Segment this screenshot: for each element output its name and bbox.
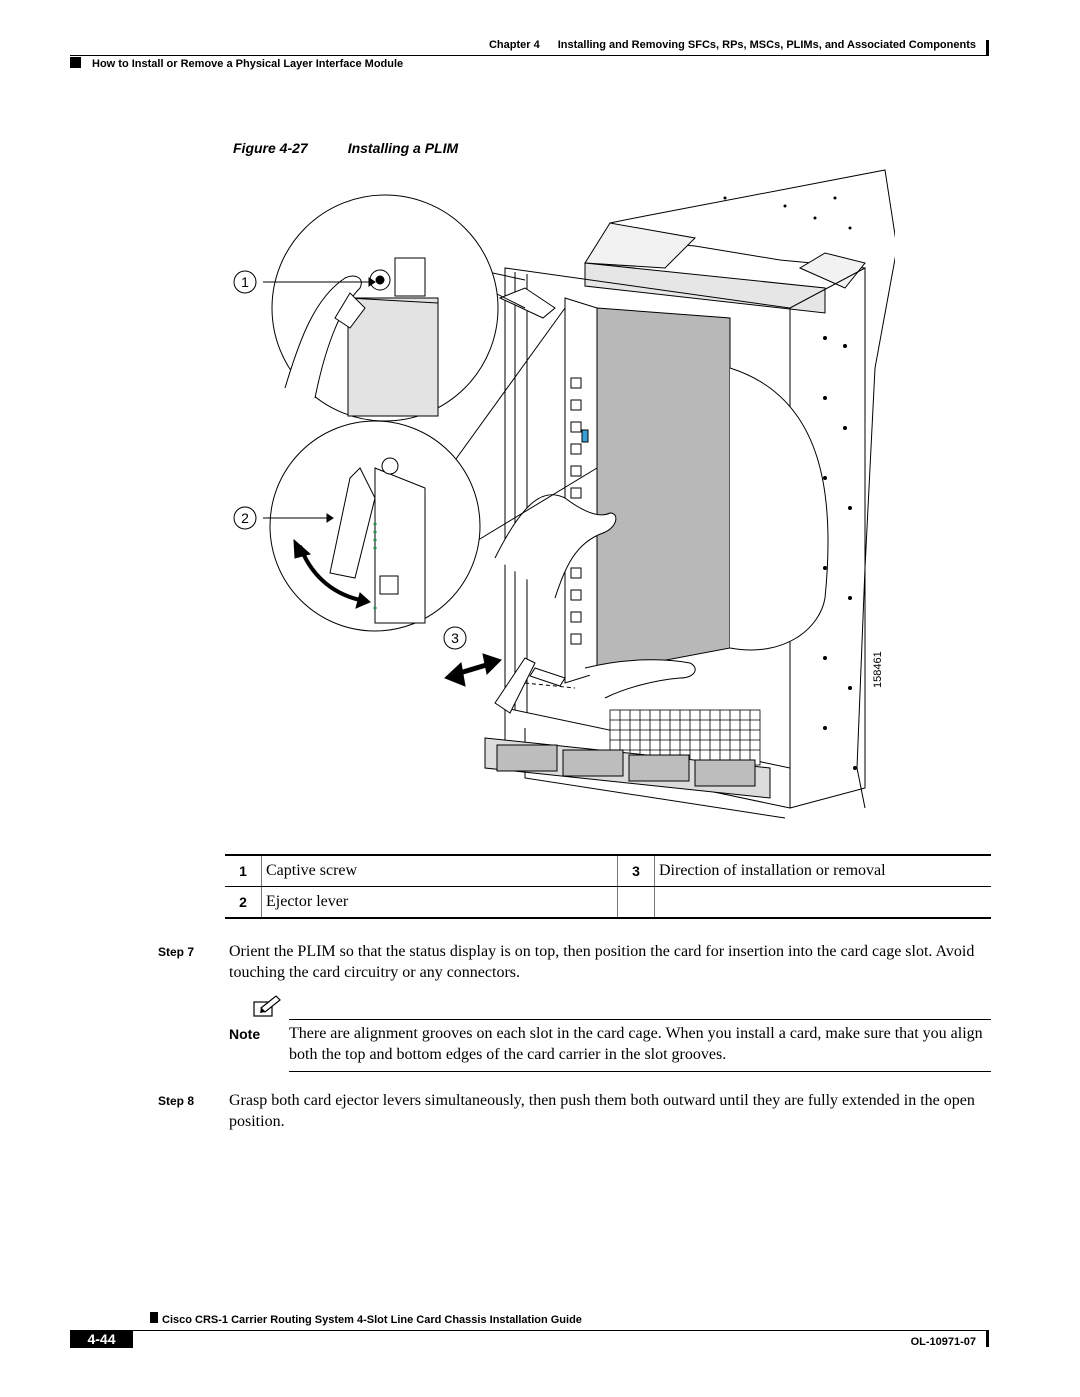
chapter-number: Chapter 4 (488, 39, 540, 51)
running-header-section: How to Install or Remove a Physical Laye… (92, 58, 404, 70)
running-header-chapter: Chapter 4 Installing and Removing SFCs, R… (489, 39, 976, 51)
callout-marker-3: 3 (443, 626, 467, 650)
footer-rule (70, 1330, 989, 1331)
header-rule (70, 55, 989, 56)
step-8-text: Grasp both card ejector levers simultane… (229, 1092, 975, 1130)
note-bottom-rule (289, 1071, 991, 1072)
footer-marker (150, 1312, 158, 1323)
callout-number-1: 1 (241, 274, 249, 290)
figure-caption: Figure 4-27 Installing a PLIM (233, 140, 458, 156)
note-label: Note (229, 1026, 261, 1042)
callout-text: Captive screw (261, 854, 618, 887)
header-section-marker (70, 57, 81, 68)
callout-marker-1: 1 (233, 270, 257, 294)
footer-book-title: Cisco CRS-1 Carrier Routing System 4-Slo… (162, 1314, 582, 1326)
callout-number: 2 (225, 886, 262, 919)
figure-label: Figure 4-27 (233, 140, 308, 156)
chapter-title: Installing and Removing SFCs, RPs, MSCs,… (557, 39, 976, 51)
document-id: OL-10971-07 (910, 1336, 976, 1348)
footer-right-bar (986, 1331, 989, 1347)
callout-number: 3 (617, 854, 655, 887)
plim-installation-illustration: 1 2 3 158461 (233, 169, 895, 819)
step-7-text: Orient the PLIM so that the status displ… (229, 943, 975, 981)
callout-marker-2: 2 (233, 506, 257, 530)
callout-number-3: 3 (451, 630, 459, 646)
header-right-bar (986, 40, 989, 56)
callout-number: 1 (225, 854, 262, 887)
step-8-label: Step 8 (158, 1094, 195, 1108)
callout-number-empty (617, 886, 655, 919)
table-row: 2 Ejector lever (225, 886, 991, 919)
callout-legend-table: 1 Captive screw 3 Direction of installat… (225, 854, 991, 919)
figure-title: Installing a PLIM (347, 140, 459, 156)
art-id: 158461 (872, 651, 884, 688)
step-7-label: Step 7 (158, 945, 195, 959)
note-text: There are alignment grooves on each slot… (289, 1025, 983, 1063)
callout-number-2: 2 (241, 510, 249, 526)
callout-text: Direction of installation or removal (654, 854, 991, 887)
callout-text: Ejector lever (261, 886, 618, 919)
note-top-rule (289, 1019, 991, 1020)
table-row: 1 Captive screw 3 Direction of installat… (225, 854, 991, 887)
page-number: 4-44 (70, 1331, 133, 1348)
callout-text-empty (654, 886, 991, 919)
note-pencil-icon (253, 995, 281, 1017)
